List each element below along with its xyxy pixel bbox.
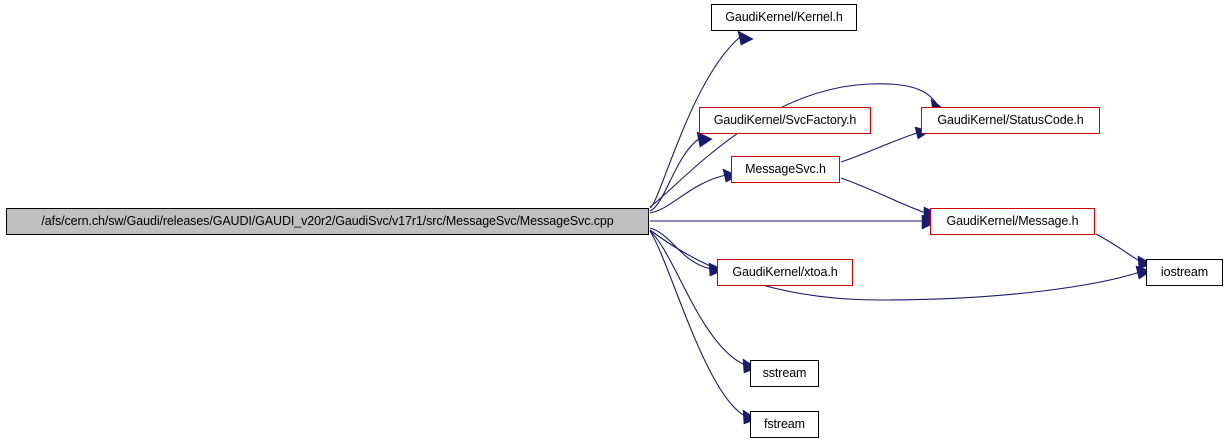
edge-line <box>649 230 746 366</box>
edge-line <box>840 132 918 163</box>
edge-line <box>649 137 701 212</box>
arrow-head-icon <box>1137 255 1153 270</box>
graph-node-svcfactory[interactable]: GaudiKernel/SvcFactory.h <box>699 107 871 134</box>
graph-node-label: GaudiKernel/StatusCode.h <box>937 113 1084 128</box>
edge-line <box>649 230 746 417</box>
graph-node-label: /afs/cern.ch/sw/Gaudi/releases/GAUDI/GAU… <box>41 214 614 229</box>
graph-node-label: sstream <box>762 366 807 381</box>
edge-main-to-xtoa <box>649 227 725 277</box>
graph-node-xtoa[interactable]: GaudiKernel/xtoa.h <box>717 259 853 286</box>
edge-main-to-kernel <box>649 30 754 209</box>
edge-line <box>840 177 927 214</box>
graph-node-sstream[interactable]: sstream <box>750 360 819 387</box>
arrow-head-icon <box>1135 265 1152 280</box>
graph-node-main: /afs/cern.ch/sw/Gaudi/releases/GAUDI/GAU… <box>6 208 649 235</box>
edge-line <box>1095 233 1142 263</box>
graph-node-fstream[interactable]: fstream <box>750 411 819 438</box>
edge-line <box>649 229 1141 301</box>
graph-node-label: GaudiKernel/Message.h <box>946 214 1079 229</box>
edge-main-to-message <box>650 214 938 230</box>
arrow-head-icon <box>696 131 713 148</box>
edge-main-to-messagesvc <box>649 168 739 214</box>
graph-node-iostream[interactable]: iostream <box>1146 259 1223 286</box>
edge-main-to-svcfactory <box>649 131 713 212</box>
graph-node-statuscode[interactable]: GaudiKernel/StatusCode.h <box>921 107 1100 134</box>
edge-line <box>649 174 727 214</box>
edge-line <box>649 83 938 208</box>
edge-messagesvc-to-message <box>840 177 940 221</box>
arrow-head-icon <box>737 30 754 46</box>
graph-node-kernel[interactable]: GaudiKernel/Kernel.h <box>711 4 857 31</box>
graph-node-label: GaudiKernel/xtoa.h <box>732 265 838 280</box>
graph-node-message[interactable]: GaudiKernel/Message.h <box>930 208 1095 235</box>
graph-node-label: fstream <box>764 417 805 432</box>
graph-node-label: MessageSvc.h <box>745 162 826 177</box>
edge-line <box>649 36 741 209</box>
graph-node-messagesvc[interactable]: MessageSvc.h <box>731 156 840 183</box>
graph-node-label: GaudiKernel/Kernel.h <box>725 10 843 25</box>
edge-main-to-sstream <box>649 230 758 374</box>
graph-node-label: GaudiKernel/SvcFactory.h <box>713 113 857 128</box>
edge-message-to-iostream <box>1095 233 1153 270</box>
graph-node-label: iostream <box>1160 265 1209 280</box>
edge-main-to-iostream <box>649 229 1152 301</box>
